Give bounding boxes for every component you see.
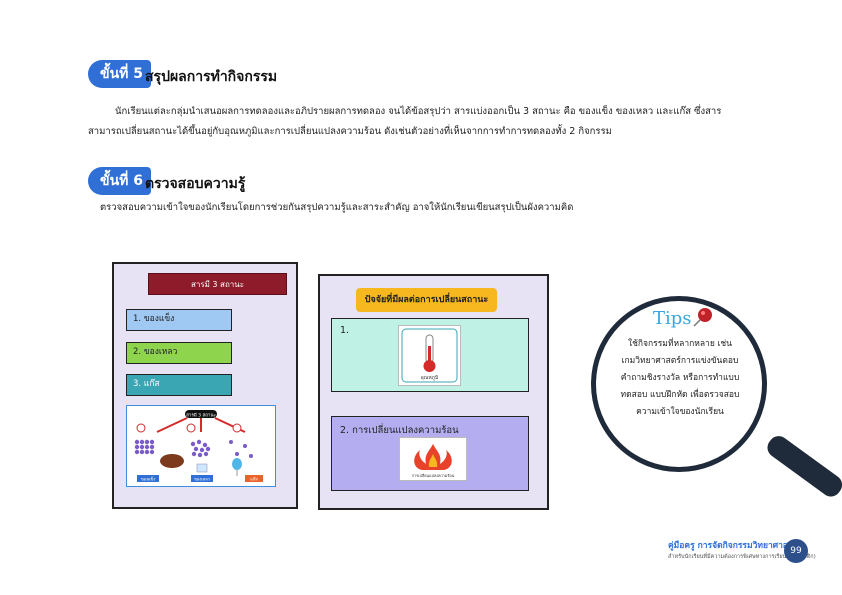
- magnifier-handle: [763, 432, 842, 501]
- state-solid: 1. ของแข็ง: [126, 309, 232, 331]
- step5-line1: นักเรียนแต่ละกลุ่มนำเสนอผลการทดลองและอภิ…: [115, 106, 722, 117]
- step5-badge: ขั้นที่ 5: [88, 60, 151, 88]
- thermometer-card: อุณหภูมิ: [398, 325, 461, 386]
- tips-line: ใช้กิจกรรมที่หลากหลาย เช่น: [627, 339, 732, 349]
- footer-title: คู่มือครู การจัดกิจกรรมวิทยาศาสตร์: [668, 541, 799, 551]
- magnifier-lens: [591, 296, 767, 472]
- flame-icon: การเปลี่ยนแปลงความร้อน: [412, 444, 455, 478]
- step6-badge: ขั้นที่ 6: [88, 167, 151, 195]
- thermometer-icon: อุณหภูมิ: [401, 328, 458, 383]
- factor1-label: 1.: [340, 325, 350, 336]
- mini-label-liquid: ของเหลว: [194, 477, 210, 482]
- tips-title: Tips: [653, 308, 692, 329]
- tips-line: ทดสอบ แบบฝึกหัด เพื่อตรวจสอบ: [620, 390, 740, 400]
- heat-change-card: การเปลี่ยนแปลงความร้อน: [399, 437, 467, 481]
- state-liquid: 2. ของเหลว: [126, 342, 232, 364]
- step6-line1: ตรวจสอบความเข้าใจของนักเรียนโดยการช่วยกั…: [100, 202, 574, 213]
- states-diagram-thumbnail: สารมี 3 สถานะ ของแข็ง ของเหลว แก๊ส: [126, 405, 276, 487]
- step5-line2: สามารถเปลี่ยนสถานะได้ขึ้นอยู่กับอุณหภูมิ…: [88, 126, 612, 137]
- tips-text: ใช้กิจกรรมที่หลากหลาย เช่น เกมวิทยาศาสตร…: [607, 336, 753, 421]
- step6-title: ตรวจสอบความรู้: [145, 176, 246, 192]
- states-banner: สารมี 3 สถานะ: [148, 273, 287, 295]
- mini-title: สารมี 3 สถานะ: [186, 413, 216, 419]
- factor2-label: 2. การเปลี่ยนแปลงความร้อน: [340, 425, 459, 436]
- pushpin-icon: [693, 308, 712, 327]
- states-diagram-illustration: สารมี 3 สถานะ ของแข็ง ของเหลว แก๊ส: [134, 410, 263, 482]
- tips-line: ความเข้าใจของนักเรียน: [636, 407, 724, 417]
- step5-title: สรุปผลการทำกิจกรรม: [145, 69, 278, 85]
- tips-line: คำถามชิงรางวัล หรือการทำแบบ: [620, 373, 740, 383]
- state-gas: 3. แก๊ส: [126, 374, 232, 396]
- footer-subtitle: สำหรับนักเรียนที่มีความต้องการพิเศษทางกา…: [668, 554, 816, 560]
- tips-line: เกมวิทยาศาสตร์การแข่งขันตอบ: [621, 356, 739, 366]
- page-number: 99: [784, 539, 808, 563]
- factors-banner: ปัจจัยที่มีผลต่อการเปลี่ยนสถานะ: [356, 288, 497, 312]
- thermometer-card-label: อุณหภูมิ: [421, 374, 439, 381]
- mini-label-solid: ของแข็ง: [141, 476, 155, 482]
- mini-label-gas: แก๊ส: [250, 477, 258, 482]
- heat-card-label: การเปลี่ยนแปลงความร้อน: [412, 473, 455, 478]
